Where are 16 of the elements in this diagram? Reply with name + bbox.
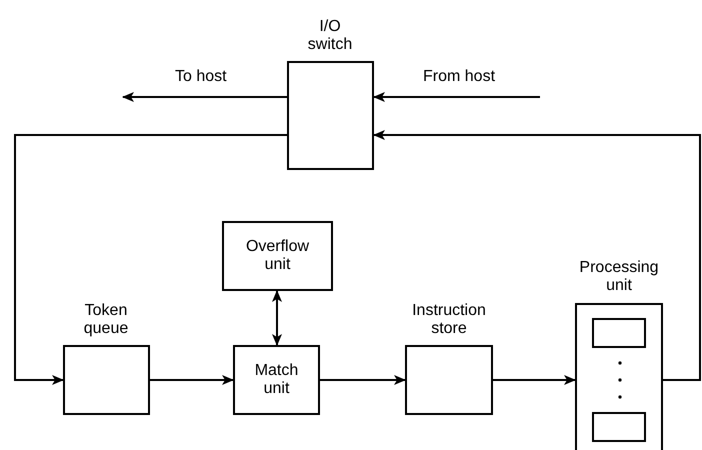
node-label: Match unit	[254, 362, 300, 398]
arrow	[122, 92, 287, 102]
arrow	[272, 290, 282, 346]
arrow	[320, 375, 406, 385]
node-heading: Instruction store	[411, 302, 487, 338]
arrow	[373, 130, 701, 381]
edge-label: From host	[423, 68, 496, 86]
edge-label: To host	[175, 68, 227, 86]
arrow	[493, 375, 576, 385]
node-heading: Processing unit	[578, 259, 660, 295]
arrow	[14, 134, 287, 385]
node-label: Overflow unit	[244, 238, 310, 274]
node-heading: I/O switch	[306, 18, 354, 54]
arrow	[150, 375, 234, 385]
node-heading: Token queue	[82, 302, 130, 338]
arrow	[373, 92, 540, 102]
